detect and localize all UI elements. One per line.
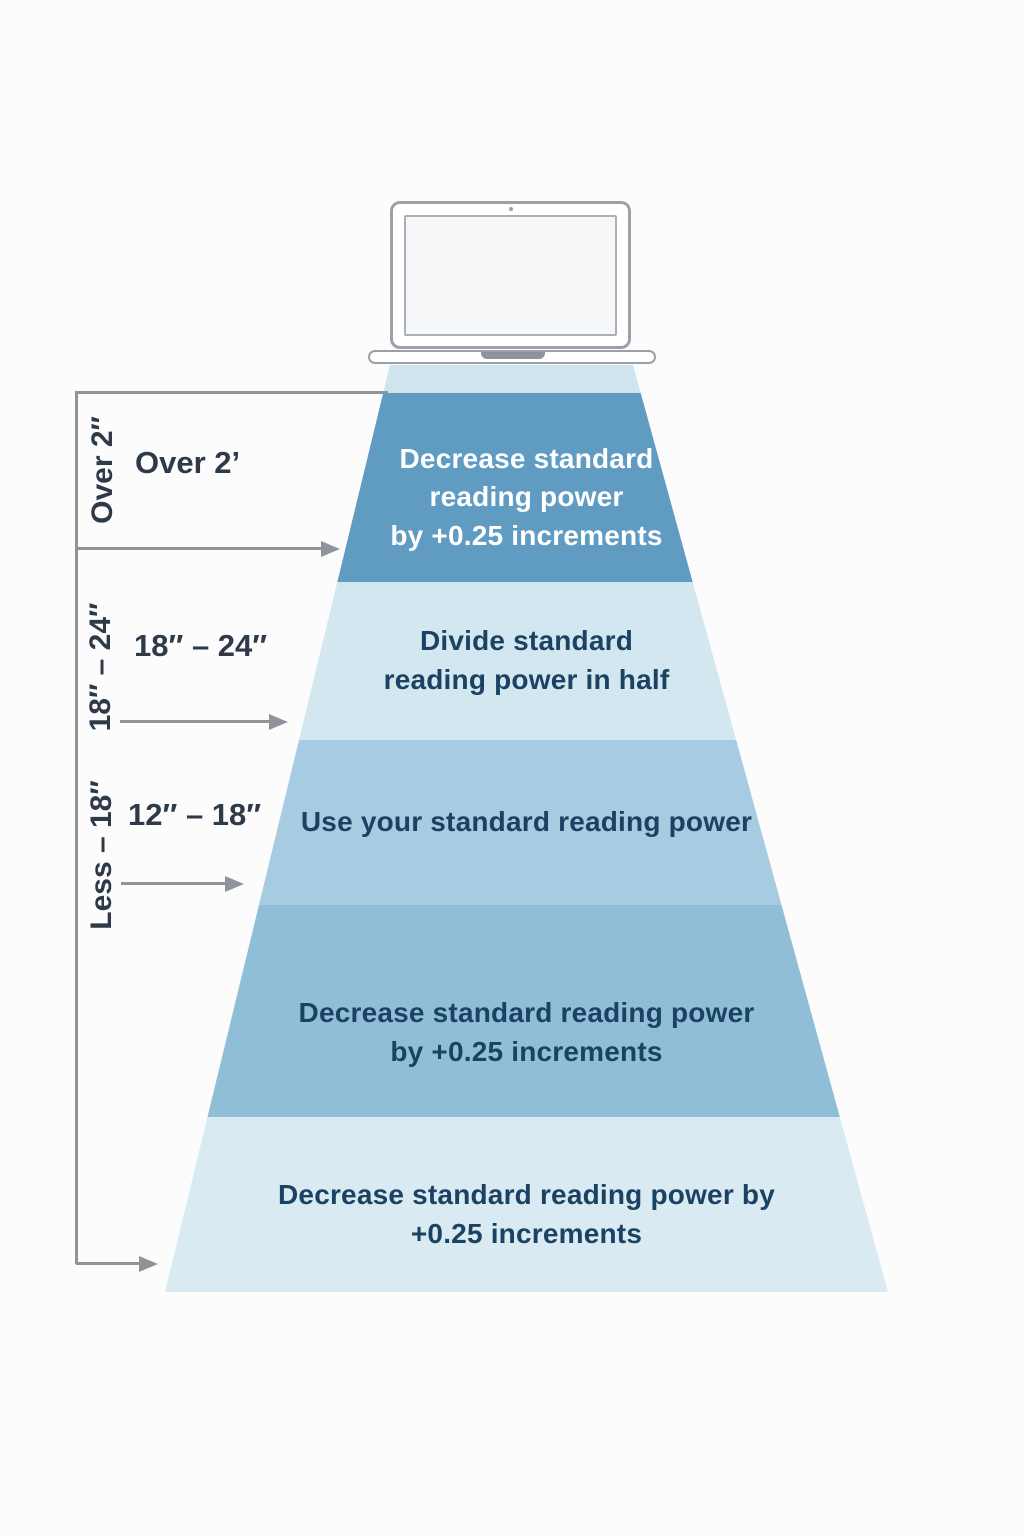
vertical-guide-line [75,391,78,1264]
arrow-12-18-inches [121,875,244,892]
arrow-18-24-inches [120,713,288,730]
label-12-18-inches: 12″ – 18″ [128,797,262,832]
band-18-24-inches-text: Divide standard reading power in half [383,625,670,695]
label-over-2-feet: Over 2’ [135,445,241,480]
top-guide-line [75,391,388,394]
band-five: Decrease standard reading power by +0.25… [165,1117,888,1292]
laptop-camera-dot [509,207,513,211]
arrow-shaft [120,720,269,723]
laptop-screen [404,215,617,336]
laptop-trackpad-notch [481,352,545,359]
band-five-text: Decrease standard reading power by +0.25… [278,1178,775,1249]
band-four: Decrease standard reading power by +0.25… [165,905,888,1117]
laptop-base [368,350,656,364]
arrow-shaft [121,882,225,885]
arrow-head-icon [269,713,288,730]
distance-funnel: Decrease standard reading power by +0.25… [165,365,888,1292]
vertical-label-less-18: Less – 18″ [85,780,118,930]
arrow-over-2-feet [76,540,340,557]
band-four-text: Decrease standard reading power by +0.25… [298,997,755,1067]
band-12-18-inches: Use your standard reading power [165,740,888,905]
laptop-icon [390,201,631,349]
band-12-18-inches-text: Use your standard reading power [300,806,753,838]
arrow-shaft [76,547,321,550]
label-18-24-inches: 18″ – 24″ [134,628,268,663]
arrow-head-icon [225,875,244,892]
band-over-2-feet-text: Decrease standard reading power by +0.25… [390,442,663,551]
vertical-label-18-24: 18″ – 24″ [84,602,117,732]
arrow-head-icon [139,1255,158,1272]
arrow-shaft [76,1262,139,1265]
arrow-head-icon [321,540,340,557]
arrow-bottom [76,1255,158,1272]
vertical-label-over-2: Over 2″ [86,416,119,524]
band-screen-beam [165,365,888,393]
